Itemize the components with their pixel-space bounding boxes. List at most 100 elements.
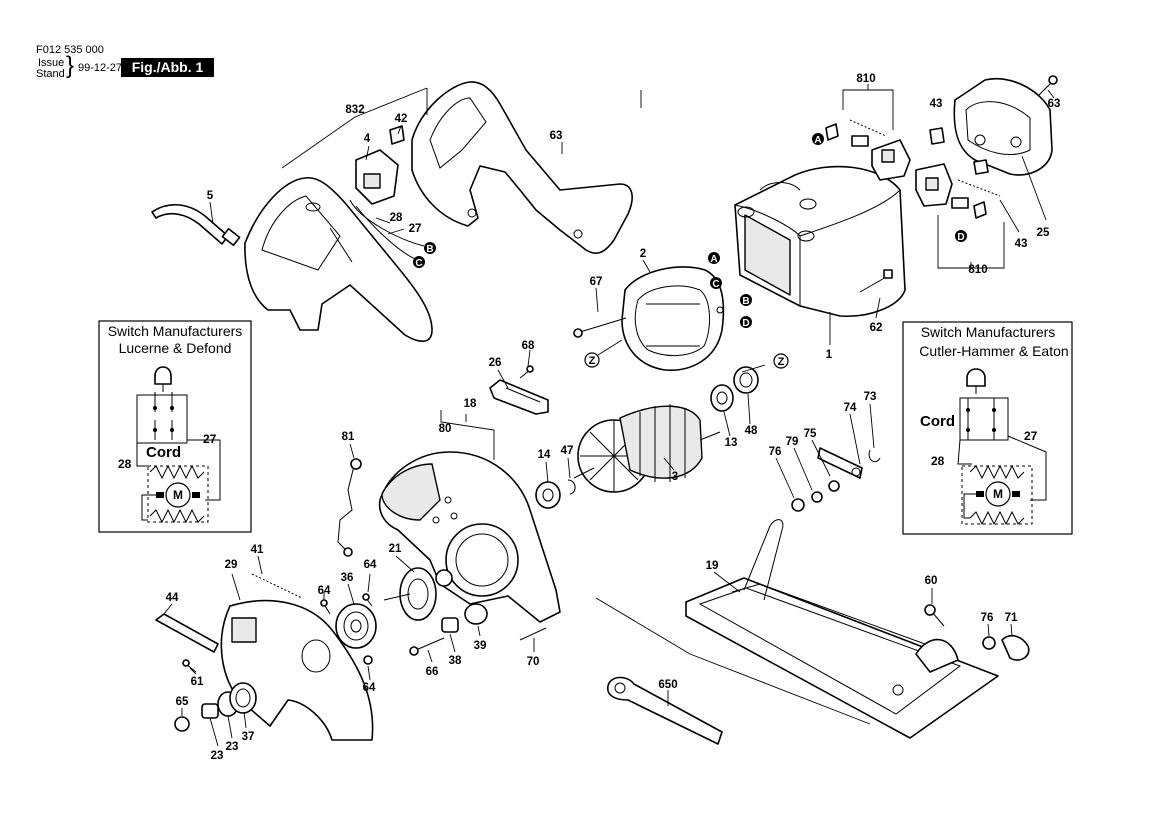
callout-27a: 27 (409, 223, 422, 235)
spring-41 (251, 573, 303, 599)
lever-26 (489, 379, 549, 415)
figure-tag: Fig./Abb. 1 (121, 58, 214, 77)
wiring-right-title-2: Cutler-Hammer & Eaton (919, 343, 1068, 359)
callout-39: 39 (474, 640, 487, 652)
callout-4: 4 (364, 133, 371, 145)
callout-1: 1 (826, 349, 833, 361)
callout-42: 42 (395, 113, 408, 125)
svg-text:B: B (742, 296, 749, 307)
pin-70 (519, 627, 547, 641)
marker-a-left: A (812, 133, 824, 146)
wrench-650 (606, 676, 723, 745)
end-cap (953, 78, 1053, 176)
callout-36: 36 (341, 572, 354, 584)
screw-68 (519, 365, 534, 379)
marker-d-field: D (740, 316, 752, 329)
callout-numbers: 832 42 4 5 28 27 63 810 43 63 2 67 1 62 … (166, 73, 1061, 762)
callout-41: 41 (251, 544, 264, 556)
screw-60 (924, 604, 945, 627)
marker-a-field: A (708, 252, 720, 265)
ring-48 (733, 366, 759, 394)
blade-washers (174, 682, 257, 732)
marker-z-left: Z (584, 352, 600, 368)
wiring-left-title-1: Switch Manufacturers (108, 323, 243, 339)
wiring-box-right: Switch Manufacturers Cutler-Hammer & Eat… (902, 321, 1073, 535)
callout-64c: 64 (363, 682, 376, 694)
wiring-box-left: Switch Manufacturers Lucerne & Defond Co… (98, 320, 252, 533)
callout-63b: 63 (1048, 98, 1061, 110)
svg-text:A: A (710, 254, 717, 265)
callout-79: 79 (786, 436, 799, 448)
callout-47: 47 (561, 445, 574, 457)
power-cord (151, 204, 241, 247)
lever-44 (155, 613, 219, 653)
callout-67: 67 (590, 276, 603, 288)
gear-21 (383, 567, 453, 621)
brush-brackets (842, 84, 1005, 269)
marker-c-field: C (710, 277, 722, 290)
marker-c-handle: C (413, 256, 425, 269)
switch-assembly (349, 125, 425, 261)
doc-number: F012 535 000 (36, 44, 104, 56)
callout-80: 80 (439, 423, 452, 435)
callout-38: 38 (449, 655, 462, 667)
brush-holder-upper (825, 119, 911, 181)
screw-61 (182, 659, 197, 673)
callout-23b: 23 (226, 741, 239, 753)
handle-cover (411, 81, 633, 254)
callout-73: 73 (864, 391, 877, 403)
callout-25: 25 (1037, 227, 1050, 239)
brush-holder-lower (915, 163, 1001, 219)
marker-b-handle: B (424, 242, 436, 255)
bearing-13 (710, 384, 734, 412)
callout-75: 75 (804, 428, 817, 440)
callout-74: 74 (844, 402, 857, 414)
issue-date: 99-12-27 (78, 62, 123, 74)
callout-14: 14 (538, 449, 551, 461)
wiring-left-28: 28 (118, 457, 132, 471)
bushing-38 (441, 617, 459, 633)
callout-64a: 64 (318, 585, 331, 597)
callout-66: 66 (426, 666, 439, 678)
screw-66 (409, 637, 445, 656)
callout-44: 44 (166, 592, 179, 604)
screws-64 (320, 593, 373, 665)
callout-28a: 28 (390, 212, 403, 224)
plug-icon (154, 366, 172, 392)
upper-guard (378, 451, 561, 623)
motor-housing (734, 165, 906, 317)
callout-70: 70 (527, 656, 540, 668)
assembly-line (595, 597, 871, 725)
callout-810b: 810 (968, 264, 987, 276)
bushing-39 (464, 603, 488, 625)
handle-half (244, 177, 433, 342)
callout-43a: 43 (930, 98, 943, 110)
svg-text:Z: Z (778, 356, 785, 368)
callout-5: 5 (207, 190, 214, 202)
wiring-right-28: 28 (931, 454, 945, 468)
svg-text:A: A (814, 135, 821, 146)
callout-68: 68 (522, 340, 535, 352)
svg-text:D: D (957, 232, 964, 243)
bracket-18 (440, 410, 495, 460)
wiring-left-title-2: Lucerne & Defond (119, 340, 232, 356)
end-cap-screw (1037, 75, 1058, 97)
callout-19: 19 (706, 560, 719, 572)
field-coil (621, 266, 725, 371)
housing-screw (859, 269, 893, 293)
flange-36 (335, 603, 377, 649)
svg-text:Z: Z (589, 355, 596, 367)
wiring-right-motor: M (993, 487, 1003, 501)
bearing-14 (535, 481, 561, 509)
wiring-left-motor: M (173, 488, 183, 502)
callout-29: 29 (225, 559, 238, 571)
circlip-47 (567, 479, 576, 495)
callout-61: 61 (191, 676, 204, 688)
callout-60: 60 (925, 575, 938, 587)
leader-lines (163, 87, 1055, 747)
marker-z-right: Z (773, 353, 789, 369)
callout-18: 18 (464, 398, 477, 410)
issue-label: Issue (38, 57, 65, 69)
callout-76b: 76 (981, 612, 994, 624)
